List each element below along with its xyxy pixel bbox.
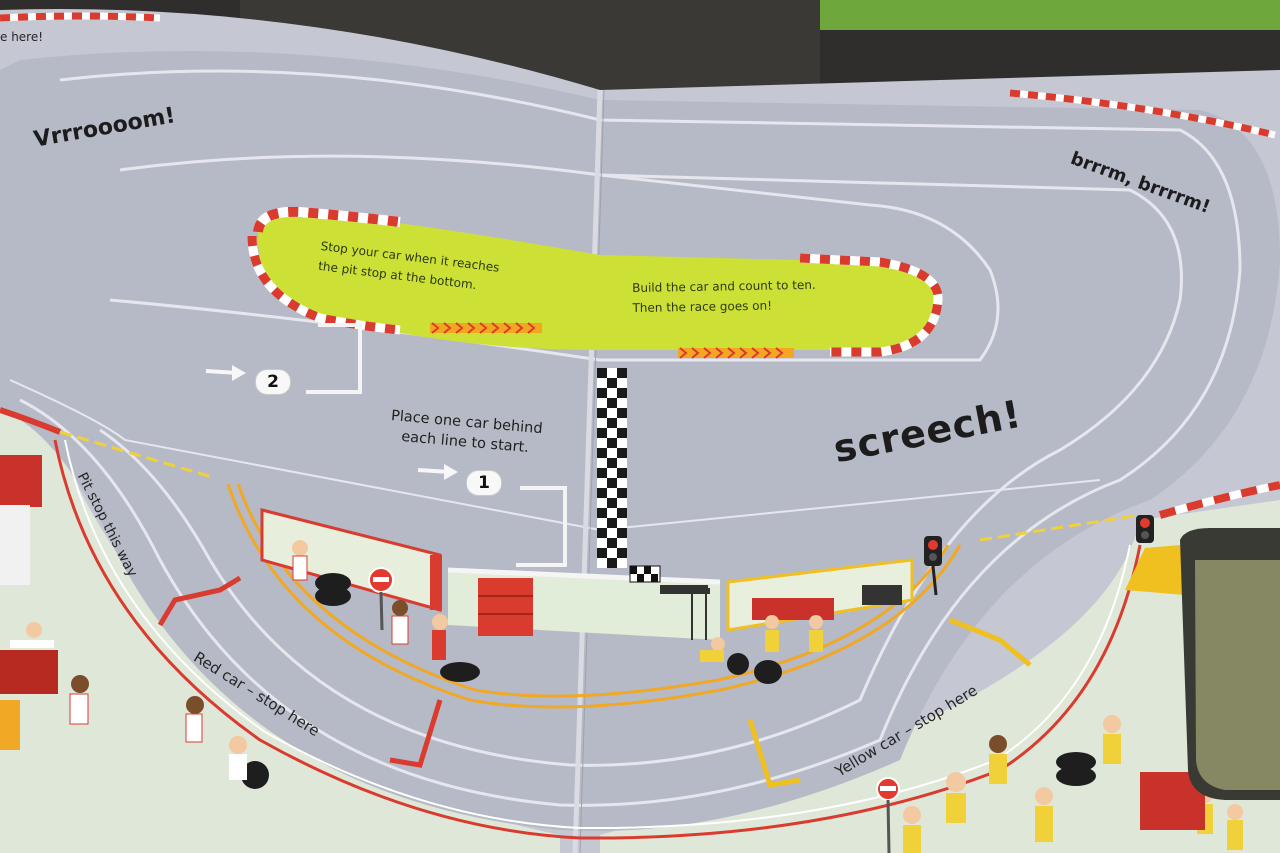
grass-right	[600, 500, 1280, 853]
infield	[257, 211, 935, 350]
yellow-stop-bracket-right	[949, 617, 1032, 667]
pit-garage-red	[260, 508, 442, 612]
start-position-1: 1	[466, 470, 502, 496]
label-top-left-fragment: e here!	[0, 30, 44, 44]
red-stop-bracket-top	[157, 575, 242, 627]
no-entry-sign-icon	[876, 777, 900, 853]
tyre-stack	[241, 573, 1096, 789]
pit-crew-red	[10, 540, 448, 780]
instruction-pit-right: Build the car and count to ten. Then the…	[632, 277, 816, 315]
no-entry-sign-icon	[368, 567, 394, 631]
yellow-stop-bracket-left	[747, 719, 801, 788]
grass-left	[0, 410, 560, 853]
checkered-start-line	[597, 368, 627, 568]
traffic-light-icon	[1136, 515, 1154, 543]
arrow-right-icon	[417, 464, 458, 480]
arrow-right-icon	[205, 365, 246, 381]
traffic-light-icon	[924, 536, 942, 596]
red-stop-bracket-bottom	[389, 699, 443, 768]
checkered-flag-icon	[629, 565, 661, 583]
start-position-2: 2	[255, 369, 291, 395]
pit-garage-center	[447, 567, 721, 640]
building-yellow	[1125, 545, 1185, 595]
grid-box-1	[516, 486, 567, 567]
pit-garage-yellow	[726, 558, 914, 632]
grid-box-2	[306, 323, 362, 394]
building-red	[0, 455, 42, 507]
